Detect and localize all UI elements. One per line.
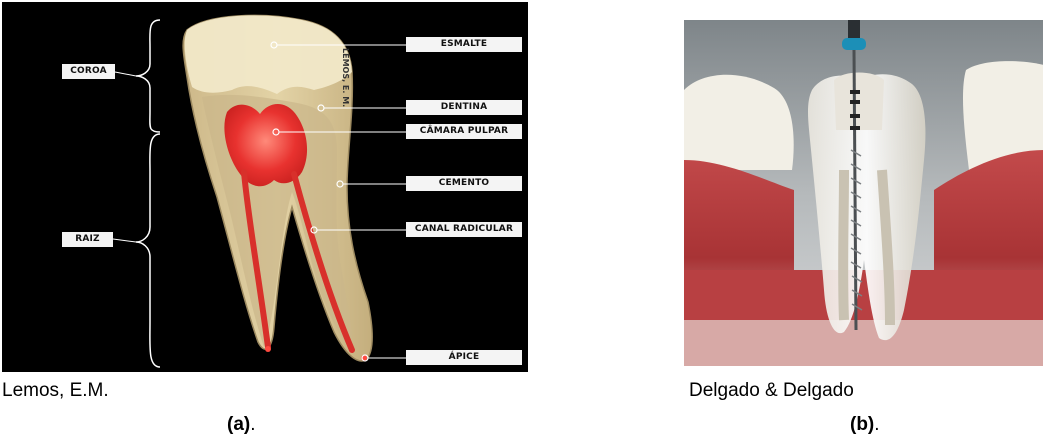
file-handle [848,20,860,40]
caption-b-credit: Delgado & Delgado [689,380,854,402]
caption-b-letter-text: (b) [850,414,874,435]
canal-left [843,170,844,320]
caption-a-letter-text: (a) [227,414,250,435]
label-canal-radicular: CANAL RADICULAR [406,222,522,237]
root-canal-illustration [684,20,1043,366]
file-stopper [842,38,866,50]
caption-a-credit: Lemos, E.M. [2,380,109,402]
caption-a-suffix: . [250,414,255,435]
caption-b-suffix: . [874,414,879,435]
author-vertical-credit: LEMOS, E. M. [341,48,350,107]
label-coroa: COROA [62,64,115,79]
label-cemento: CEMENTO [406,176,522,191]
tooth-anatomy-diagram: LEMOS, E. M. COROA RAIZ ESMALTE DENTINA … [2,2,528,372]
raiz-brace [136,134,160,367]
enamel-cap [185,15,352,94]
caption-b-letter: (b). [850,414,880,436]
caption-a-letter: (a). [227,414,256,436]
root-canal-image [684,20,1043,366]
label-dentina: DENTINA [406,100,522,115]
label-apice: ÁPICE [406,350,522,365]
coroa-brace [136,20,160,132]
apex-dot-left [265,346,271,352]
label-raiz: RAIZ [62,232,113,247]
label-esmalte: ESMALTE [406,37,522,52]
label-camara-pulpar: CÂMARA PULPAR [406,124,522,139]
